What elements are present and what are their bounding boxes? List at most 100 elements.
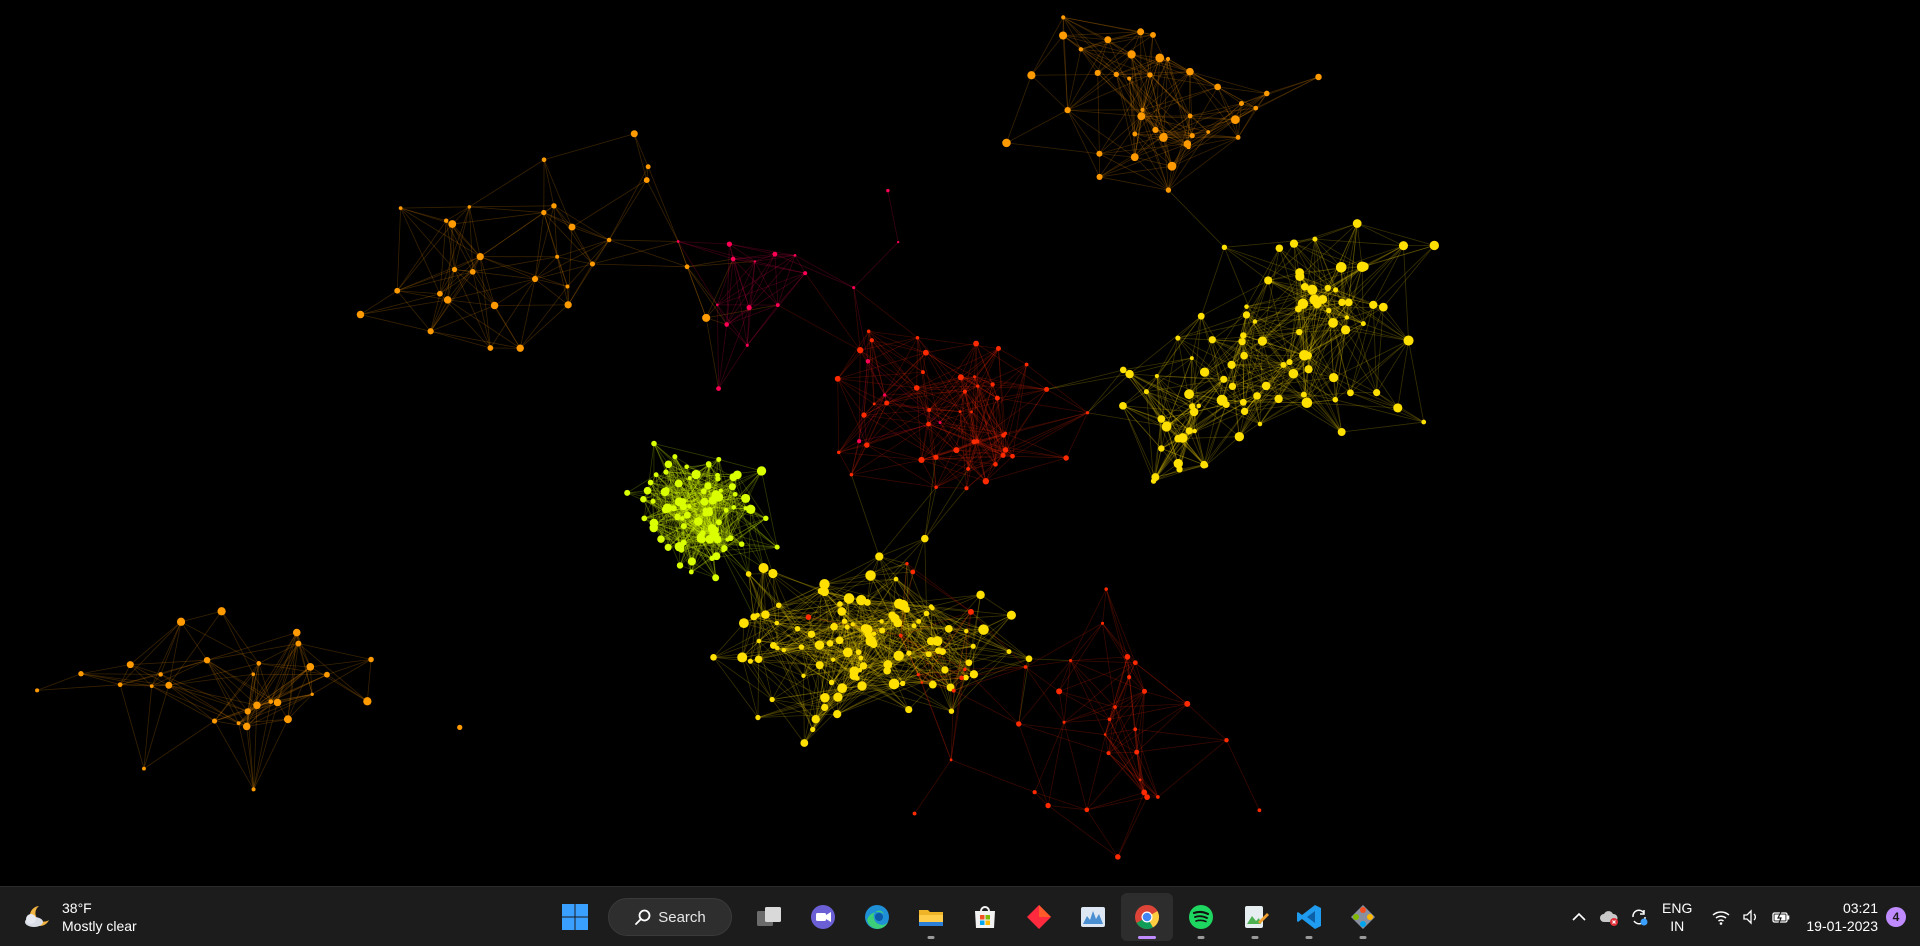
wifi-icon bbox=[1712, 911, 1730, 925]
network-tool-button[interactable] bbox=[1337, 893, 1389, 941]
network-node bbox=[1185, 427, 1193, 435]
network-node bbox=[253, 701, 261, 710]
edge-button[interactable] bbox=[851, 893, 903, 941]
network-node bbox=[916, 618, 922, 624]
network-node bbox=[657, 535, 665, 543]
network-node bbox=[1189, 407, 1199, 417]
network-node bbox=[893, 650, 904, 661]
network-node bbox=[203, 656, 211, 664]
battery-status[interactable] bbox=[1766, 899, 1796, 935]
edge-browser-icon bbox=[865, 905, 889, 929]
network-node bbox=[964, 486, 969, 491]
network-node bbox=[651, 440, 657, 447]
show-hidden-icons-button[interactable] bbox=[1564, 899, 1594, 935]
network-node bbox=[1257, 336, 1267, 346]
network-node bbox=[886, 188, 890, 193]
windows-start-icon bbox=[562, 904, 588, 930]
chrome-button[interactable] bbox=[1121, 893, 1173, 941]
cloud-error-icon bbox=[1600, 911, 1619, 926]
network-node bbox=[1189, 403, 1196, 410]
file-explorer-button[interactable] bbox=[905, 893, 957, 941]
network-node bbox=[755, 612, 760, 618]
network-node bbox=[844, 624, 850, 630]
volume-control[interactable] bbox=[1736, 899, 1766, 935]
start-button[interactable] bbox=[549, 893, 601, 941]
network-status[interactable] bbox=[1706, 899, 1736, 935]
network-node bbox=[394, 287, 401, 294]
network-node bbox=[911, 623, 917, 629]
spotify-button[interactable] bbox=[1175, 893, 1227, 941]
teams-chat-button[interactable] bbox=[797, 893, 849, 941]
network-node bbox=[1141, 789, 1148, 796]
input-language[interactable]: ENG IN bbox=[1662, 899, 1692, 935]
network-node bbox=[1125, 369, 1134, 379]
network-node bbox=[817, 587, 825, 595]
task-view-button[interactable] bbox=[743, 893, 795, 941]
network-node bbox=[893, 576, 899, 582]
network-node bbox=[1340, 325, 1351, 335]
network-node bbox=[1328, 317, 1338, 328]
network-node bbox=[1337, 428, 1346, 436]
network-node bbox=[78, 671, 84, 677]
network-node bbox=[1373, 389, 1381, 397]
chevron-up-icon bbox=[1572, 912, 1586, 921]
network-node bbox=[1295, 268, 1304, 277]
network-node bbox=[801, 673, 806, 678]
network-node bbox=[781, 647, 787, 653]
search-button[interactable]: Search bbox=[608, 898, 732, 936]
sync-icon bbox=[1632, 909, 1648, 926]
network-node bbox=[915, 335, 920, 340]
network-node bbox=[1288, 368, 1299, 379]
network-node bbox=[1429, 240, 1440, 251]
network-node bbox=[363, 697, 372, 706]
network-node bbox=[884, 400, 890, 406]
network-node bbox=[244, 708, 251, 715]
network-node bbox=[1289, 239, 1299, 248]
network-node bbox=[158, 672, 163, 677]
network-node bbox=[843, 593, 855, 604]
network-node bbox=[1297, 298, 1309, 309]
network-node bbox=[126, 661, 134, 669]
network-node bbox=[995, 345, 1001, 351]
network-node bbox=[630, 130, 638, 138]
network-node bbox=[837, 450, 841, 455]
network-node bbox=[834, 375, 841, 382]
network-node bbox=[1197, 312, 1205, 320]
onedrive-status[interactable] bbox=[1594, 899, 1624, 935]
network-node bbox=[811, 715, 820, 724]
network-node bbox=[1307, 284, 1318, 295]
network-node bbox=[1315, 73, 1322, 81]
network-node bbox=[1010, 453, 1015, 459]
clock[interactable]: 03:21 19-01-2023 bbox=[1806, 899, 1878, 935]
network-node bbox=[897, 599, 909, 611]
network-node bbox=[680, 523, 687, 530]
network-node bbox=[1056, 688, 1063, 695]
network-node bbox=[944, 624, 953, 633]
network-node bbox=[1261, 381, 1271, 391]
sync-status[interactable] bbox=[1624, 899, 1654, 935]
notification-count-badge[interactable]: 4 bbox=[1886, 907, 1906, 927]
network-node bbox=[826, 640, 834, 647]
network-node bbox=[849, 666, 860, 676]
network-node bbox=[925, 651, 932, 658]
network-node bbox=[1100, 621, 1105, 625]
network-node bbox=[448, 220, 457, 228]
store-button[interactable] bbox=[959, 893, 1011, 941]
image-viewer-button[interactable] bbox=[1229, 893, 1281, 941]
vscode-button[interactable] bbox=[1283, 893, 1335, 941]
network-node bbox=[1115, 854, 1121, 860]
network-node bbox=[705, 535, 715, 544]
network-node bbox=[1304, 351, 1312, 360]
network-node bbox=[1333, 287, 1339, 293]
red-diamond-app-button[interactable] bbox=[1013, 893, 1065, 941]
network-node bbox=[641, 515, 648, 522]
weather-temperature: 38°F bbox=[62, 900, 92, 916]
network-node bbox=[959, 675, 964, 681]
system-tray: ENG IN 03:21 bbox=[1564, 887, 1920, 946]
network-node bbox=[398, 206, 403, 210]
network-nodes bbox=[35, 15, 1440, 860]
weather-widget[interactable]: 38°F Mostly clear bbox=[22, 897, 172, 937]
monitor-app-button[interactable] bbox=[1067, 893, 1119, 941]
network-node bbox=[970, 643, 976, 649]
network-node bbox=[715, 476, 721, 482]
